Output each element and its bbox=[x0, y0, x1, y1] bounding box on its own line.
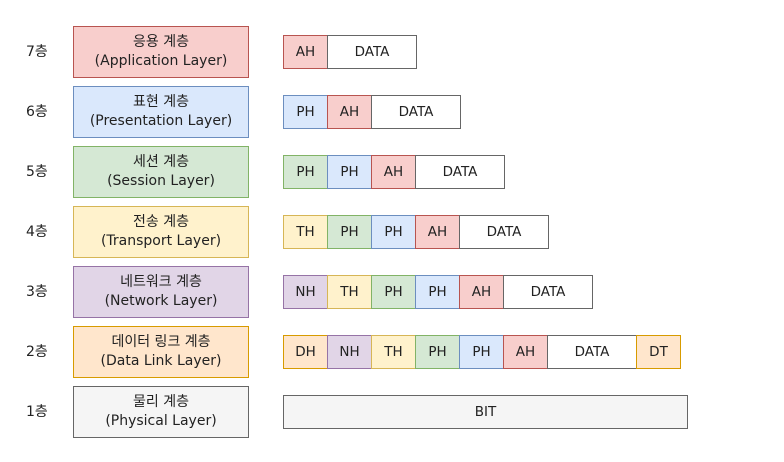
pdu-cell-bit: BIT bbox=[283, 395, 688, 429]
layer-name-korean: 표현 계층 bbox=[133, 94, 189, 110]
layer-name-english: (Presentation Layer) bbox=[89, 113, 233, 129]
pdu-cell-data: DATA bbox=[415, 155, 505, 189]
pdu-cell-dh: DH bbox=[283, 335, 328, 369]
layer-box: 표현 계층 (Presentation Layer) bbox=[73, 86, 249, 138]
pdu-cell-nh: NH bbox=[327, 335, 372, 369]
pdu-cell-ph: PH bbox=[283, 155, 328, 189]
layer-name-korean: 응용 계층 bbox=[133, 34, 189, 50]
layer-name-english: (Session Layer) bbox=[107, 173, 215, 189]
layer-number: 6층 bbox=[26, 104, 48, 120]
layer-name-korean: 네트워크 계층 bbox=[120, 274, 202, 290]
pdu-cell-nh: NH bbox=[283, 275, 328, 309]
layer-number: 7층 bbox=[26, 44, 48, 60]
pdu-cell-th: TH bbox=[327, 275, 372, 309]
layer-number: 2층 bbox=[26, 344, 48, 360]
pdu-cells: BIT bbox=[283, 395, 688, 429]
layer-box: 네트워크 계층 (Network Layer) bbox=[73, 266, 249, 318]
pdu-cell-ph: PH bbox=[415, 275, 460, 309]
pdu-cell-data: DATA bbox=[327, 35, 417, 69]
pdu-cell-data: DATA bbox=[371, 95, 461, 129]
pdu-cell-ph: PH bbox=[327, 155, 372, 189]
pdu-cell-ph: PH bbox=[371, 275, 416, 309]
layer-name-korean: 세션 계층 bbox=[133, 154, 189, 170]
pdu-cell-ah: AH bbox=[283, 35, 328, 69]
layer-name-english: (Transport Layer) bbox=[100, 233, 222, 249]
pdu-cell-ah: AH bbox=[415, 215, 460, 249]
layer-name-english: (Application Layer) bbox=[94, 53, 228, 69]
layer-name-korean: 데이터 링크 계층 bbox=[111, 334, 211, 350]
layer-number: 5층 bbox=[26, 164, 48, 180]
pdu-cell-ph: PH bbox=[371, 215, 416, 249]
layer-number: 3층 bbox=[26, 284, 48, 300]
layer-number: 4층 bbox=[26, 224, 48, 240]
pdu-cell-data: DATA bbox=[503, 275, 593, 309]
layer-name-english: (Data Link Layer) bbox=[100, 353, 222, 369]
layer-box: 물리 계층 (Physical Layer) bbox=[73, 386, 249, 438]
pdu-cell-data: DATA bbox=[547, 335, 637, 369]
layer-box: 세션 계층 (Session Layer) bbox=[73, 146, 249, 198]
pdu-cell-ah: AH bbox=[503, 335, 548, 369]
layer-name-english: (Physical Layer) bbox=[105, 413, 217, 429]
pdu-cell-ah: AH bbox=[371, 155, 416, 189]
pdu-cell-ah: AH bbox=[459, 275, 504, 309]
pdu-cell-th: TH bbox=[283, 215, 328, 249]
layer-box: 응용 계층 (Application Layer) bbox=[73, 26, 249, 78]
layer-row: 1층 물리 계층 (Physical Layer) BIT bbox=[0, 386, 784, 438]
pdu-cell-ph: PH bbox=[327, 215, 372, 249]
pdu-cell-dt: DT bbox=[636, 335, 681, 369]
pdu-cell-ph: PH bbox=[415, 335, 460, 369]
pdu-cell-ah: AH bbox=[327, 95, 372, 129]
pdu-cell-th: TH bbox=[371, 335, 416, 369]
layer-name-korean: 전송 계층 bbox=[133, 214, 189, 230]
pdu-cell-ph: PH bbox=[459, 335, 504, 369]
layer-box: 데이터 링크 계층 (Data Link Layer) bbox=[73, 326, 249, 378]
layer-box: 전송 계층 (Transport Layer) bbox=[73, 206, 249, 258]
pdu-cell-ph: PH bbox=[283, 95, 328, 129]
layer-name-english: (Network Layer) bbox=[104, 293, 218, 309]
layer-number: 1층 bbox=[26, 404, 48, 420]
layer-name-korean: 물리 계층 bbox=[133, 394, 189, 410]
pdu-cell-data: DATA bbox=[459, 215, 549, 249]
